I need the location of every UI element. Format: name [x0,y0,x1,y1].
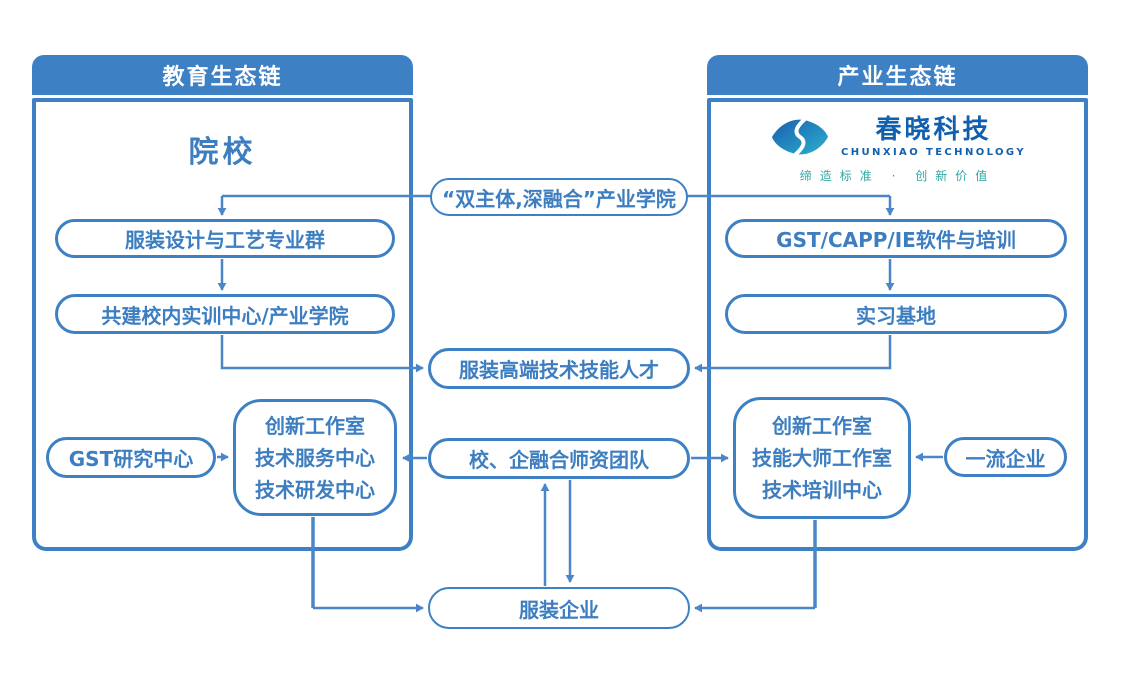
college-title: 院校 [188,135,257,170]
left-innovation-line-3: 技术研发中心 [255,477,375,502]
right-innovation-line-1: 创新工作室 [772,414,872,438]
education-chain-header-label: 教育生态链 [162,65,283,90]
chunxiao-brand-name: 春晓科技 [875,115,992,146]
node-right-innovation-box: 创新工作室 技能大师工作室 技术培训中心 [733,397,911,519]
industry-chain-header: 产业生态链 [707,55,1088,95]
left-innovation-line-2: 技术服务中心 [255,445,375,470]
node-first-class-enterprise: 一流企业 [944,437,1067,477]
chunxiao-logo-text: 春晓科技 CHUNXIAO TECHNOLOGY [841,116,1026,158]
chunxiao-logo-icon [772,118,829,156]
right-innovation-line-3: 技术培训中心 [762,478,882,502]
industry-chain-header-label: 产业生态链 [837,65,958,90]
left-innovation-line-1: 创新工作室 [265,413,365,438]
node-left-innovation-box: 创新工作室 技术服务中心 技术研发中心 [233,399,397,516]
node-industry-college: “双主体,深融合”产业学院 [430,178,688,216]
node-talent: 服装高端技术技能人才 [428,348,690,389]
chunxiao-tagline: 缔造标准 · 创新价值 [799,169,996,183]
chunxiao-logo: 春晓科技 CHUNXIAO TECHNOLOGY 缔造标准 · 创新价值 [707,115,1088,184]
chunxiao-logo-row: 春晓科技 CHUNXIAO TECHNOLOGY [769,115,1026,159]
node-training-center: 共建校内实训中心/产业学院 [55,294,395,334]
right-innovation-line-2: 技能大师工作室 [752,446,892,470]
node-garment-enterprise: 服装企业 [428,587,690,629]
education-chain-header: 教育生态链 [32,55,413,95]
chunxiao-brand-name-en: CHUNXIAO TECHNOLOGY [841,146,1026,158]
node-gst-research-center: GST研究中心 [46,437,216,478]
node-software-training: GST/CAPP/IE软件与培训 [725,219,1067,258]
node-internship-base: 实习基地 [725,294,1067,334]
node-teacher-team: 校、企融合师资团队 [428,438,690,479]
node-major-group: 服装设计与工艺专业群 [55,219,395,258]
